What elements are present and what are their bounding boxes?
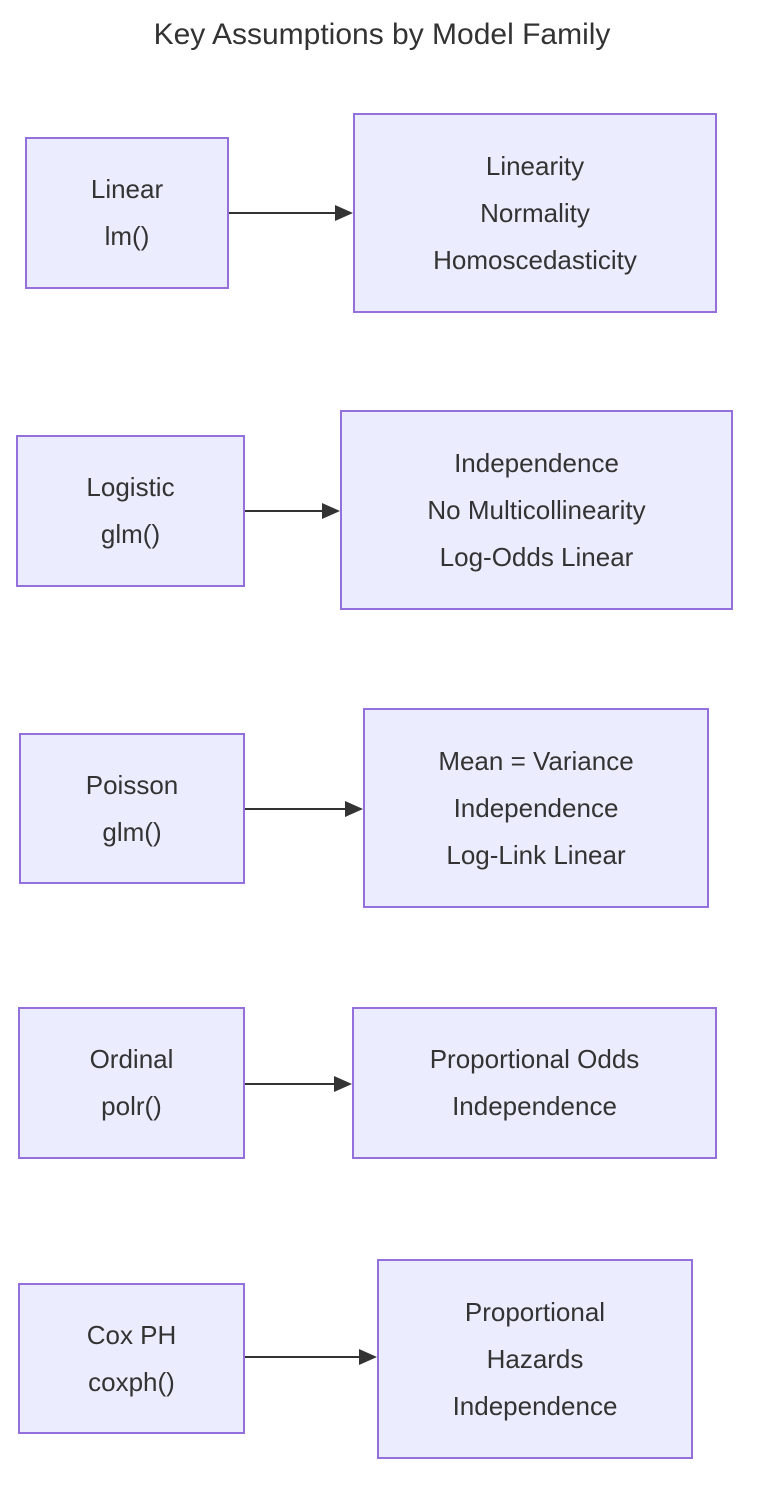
node-line: Poisson <box>85 769 179 800</box>
node-line: No Multicollinearity <box>427 494 646 525</box>
node-line: Normality <box>480 197 590 228</box>
node-model-poisson: Poisson glm() <box>19 733 245 884</box>
diagram-title: Key Assumptions by Model Family <box>153 18 611 51</box>
arrow-head-icon <box>335 205 353 221</box>
node-line: Ordinal <box>89 1044 174 1074</box>
node-line: Independence <box>454 447 619 478</box>
node-model-ordinal: Ordinal polr() <box>18 1007 245 1159</box>
arrow-head-icon <box>322 503 340 519</box>
node-assumptions-coxph: Proportional Hazards Independence <box>377 1259 693 1459</box>
node-line: Proportional Odds <box>429 1044 640 1074</box>
arrow-line-poisson <box>245 807 347 811</box>
node-line: polr() <box>101 1091 162 1121</box>
node-line: Independence <box>452 1091 617 1121</box>
node-line: Independence <box>452 1390 618 1421</box>
node-assumptions-linear: Linearity Normality Homoscedasticity <box>353 113 717 313</box>
node-model-logistic: Logistic glm() <box>16 435 245 587</box>
node-line: Log-Odds Linear <box>439 541 634 572</box>
arrow-line-logistic <box>245 509 324 513</box>
node-line: lm() <box>104 221 150 251</box>
node-line: Linear <box>90 174 164 204</box>
node-line: Mean = Variance <box>438 745 634 776</box>
node-line: Hazards <box>486 1343 584 1374</box>
arrow-head-icon <box>334 1076 352 1092</box>
node-line: glm() <box>100 519 161 549</box>
node-line: Proportional <box>464 1296 606 1327</box>
arrow-line-coxph <box>245 1355 361 1359</box>
node-line: Linearity <box>485 150 585 181</box>
arrow-head-icon <box>359 1349 377 1365</box>
node-assumptions-logistic: Independence No Multicollinearity Log-Od… <box>340 410 733 610</box>
node-line: glm() <box>102 816 162 847</box>
node-model-coxph: Cox PH coxph() <box>18 1283 245 1434</box>
node-assumptions-ordinal: Proportional Odds Independence <box>352 1007 717 1159</box>
node-line: Logistic <box>86 472 175 502</box>
node-line: coxph() <box>88 1366 175 1397</box>
node-model-linear: Linear lm() <box>25 137 229 289</box>
node-line: Log-Link Linear <box>446 839 626 870</box>
arrow-head-icon <box>345 801 363 817</box>
node-assumptions-poisson: Mean = Variance Independence Log-Link Li… <box>363 708 709 908</box>
arrow-line-ordinal <box>245 1082 336 1086</box>
node-line: Cox PH <box>86 1319 177 1350</box>
arrow-line-linear <box>229 211 337 215</box>
node-line: Independence <box>453 792 619 823</box>
node-line: Homoscedasticity <box>433 244 637 275</box>
